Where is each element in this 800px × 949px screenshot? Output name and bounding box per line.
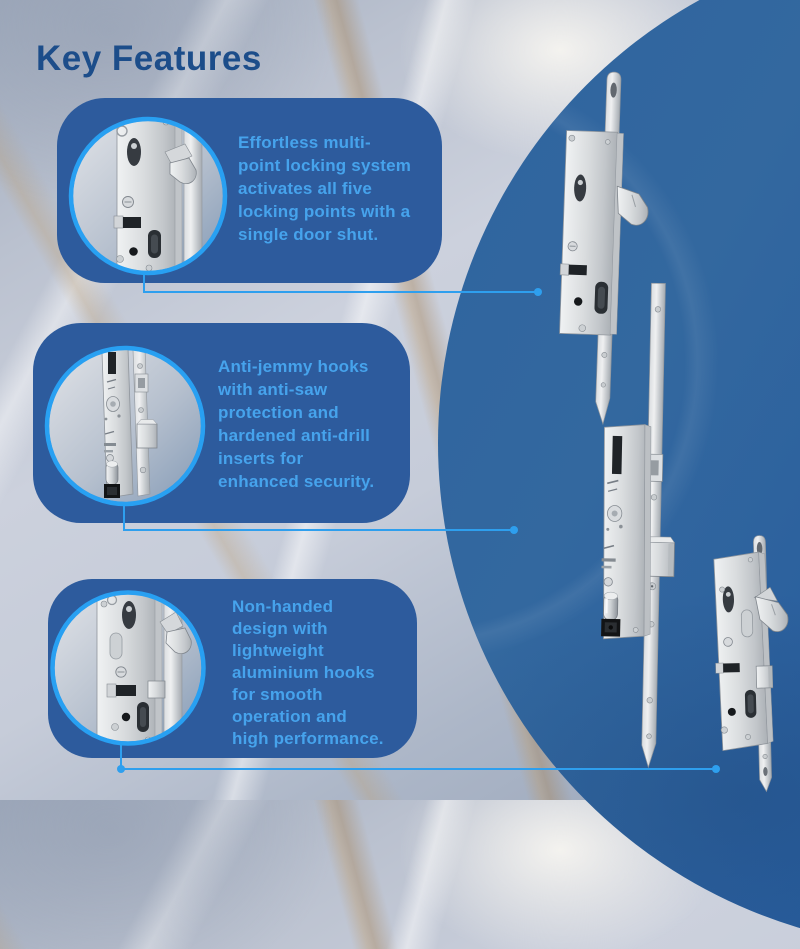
feature-card-3: Non-handed design with lightweight alumi… — [48, 579, 417, 758]
feature-text-line: hardened anti-drill — [218, 426, 371, 445]
feature-text-line: locking points with a — [238, 202, 411, 221]
feature-card-2: Anti-jemmy hooks with anti-saw protectio… — [33, 323, 410, 523]
feature-text-line: design with — [232, 619, 328, 638]
feature-text-line: point locking system — [238, 156, 412, 175]
feature-text-line: Effortless multi- — [238, 133, 371, 152]
connector-dot-3 — [712, 765, 720, 773]
connector-line-3-vertical — [120, 744, 122, 770]
connector-line-1-horizontal — [143, 291, 538, 293]
connector-dot-1 — [534, 288, 542, 296]
feature-text-line: Anti-jemmy hooks — [218, 357, 369, 376]
connector-corner-dot-3 — [117, 765, 125, 773]
feature-text-3: Non-handed design with lightweight alumi… — [232, 596, 427, 750]
feature-text-line: enhanced security. — [218, 472, 375, 491]
feature-text-line: operation and — [232, 707, 347, 726]
hero-circle-background — [438, 0, 800, 949]
feature-text-line: aluminium hooks — [232, 663, 375, 682]
feature-text-line: high performance. — [232, 729, 384, 748]
connector-line-2-vertical — [123, 506, 125, 531]
connector-line-2-horizontal — [123, 529, 513, 531]
feature-card-1: Effortless multi- point locking system a… — [57, 98, 442, 283]
connector-dot-2 — [510, 526, 518, 534]
feature-text-line: for smooth — [232, 685, 323, 704]
feature-text-line: protection and — [218, 403, 339, 422]
feature-text-line: with anti-saw — [218, 380, 328, 399]
feature-text-1: Effortless multi- point locking system a… — [238, 131, 443, 246]
feature-text-line: lightweight — [232, 641, 324, 660]
connector-line-1-vertical — [143, 268, 145, 293]
feature-text-line: single door shut. — [238, 225, 379, 244]
page-title: Key Features — [36, 39, 262, 79]
feature-text-2: Anti-jemmy hooks with anti-saw protectio… — [218, 355, 418, 493]
connector-line-3-horizontal — [120, 768, 715, 770]
feature-text-line: inserts for — [218, 449, 304, 468]
feature-text-line: Non-handed — [232, 597, 334, 616]
feature-text-line: activates all five — [238, 179, 373, 198]
